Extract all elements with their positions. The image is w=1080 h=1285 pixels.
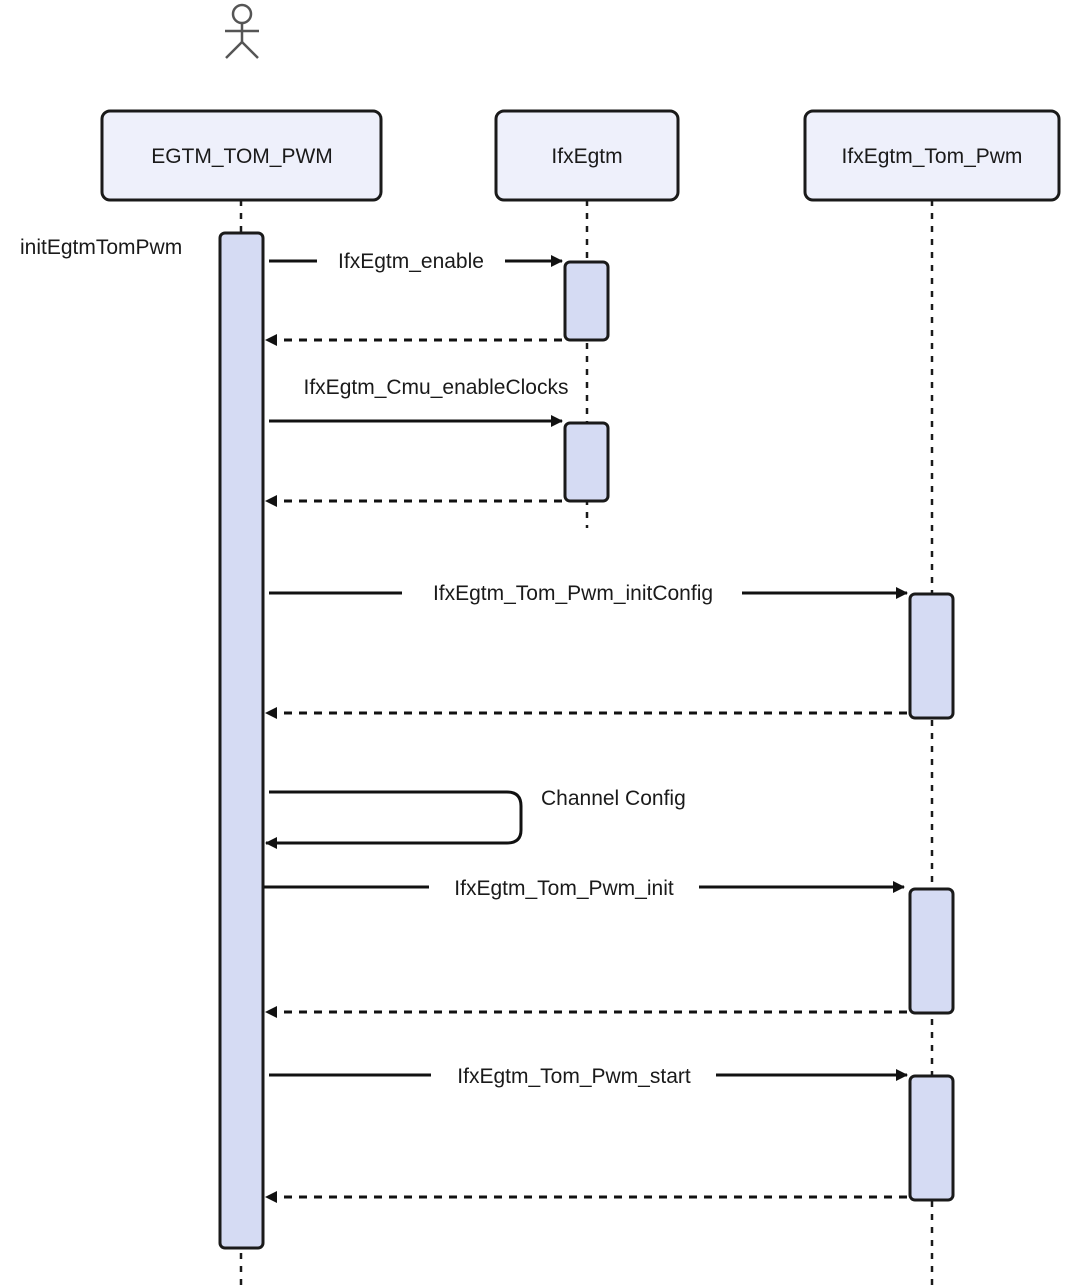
message-label: IfxEgtm_Cmu_enableClocks xyxy=(304,376,569,399)
message-ifxegtm-cmu-enable-clocks: IfxEgtm_Cmu_enableClocks xyxy=(269,376,569,427)
message-tom-pwm-init: IfxEgtm_Tom_Pwm_init xyxy=(264,877,905,900)
actor-stick-figure-icon xyxy=(225,3,259,59)
participant-egtm-tom-pwm[interactable]: EGTM_TOM_PWM xyxy=(100,109,383,202)
activation-bar-ifxegtm-enable xyxy=(563,260,610,342)
participant-ifxegtm-tom-pwm[interactable]: IfxEgtm_Tom_Pwm xyxy=(803,109,1061,202)
activation-bar-egtm-tom-pwm xyxy=(218,231,265,1250)
message-label: IfxEgtm_enable xyxy=(338,250,484,273)
participant-ifxegtm[interactable]: IfxEgtm xyxy=(494,109,680,202)
participant-label: IfxEgtm xyxy=(551,145,622,168)
entry-call-label: initEgtmTomPwm xyxy=(20,236,182,259)
message-label: Channel Config xyxy=(541,787,686,810)
message-tom-pwm-start: IfxEgtm_Tom_Pwm_start xyxy=(269,1065,908,1088)
message-tom-pwm-init-config: IfxEgtm_Tom_Pwm_initConfig xyxy=(269,582,908,605)
activation-bar-tom-pwm-init-config xyxy=(908,592,955,720)
self-message-channel-config: Channel Config xyxy=(265,787,686,849)
activation-bar-tom-pwm-init xyxy=(908,887,955,1015)
message-label: IfxEgtm_Tom_Pwm_start xyxy=(457,1065,691,1088)
message-label: IfxEgtm_Tom_Pwm_init xyxy=(454,877,674,900)
message-label: IfxEgtm_Tom_Pwm_initConfig xyxy=(433,582,713,605)
activation-bar-tom-pwm-start xyxy=(908,1074,955,1202)
participant-label: IfxEgtm_Tom_Pwm xyxy=(842,145,1023,168)
participant-label: EGTM_TOM_PWM xyxy=(151,145,333,168)
activation-bar-ifxegtm-clocks xyxy=(563,421,610,503)
message-ifxegtm-enable: IfxEgtm_enable xyxy=(269,250,563,273)
